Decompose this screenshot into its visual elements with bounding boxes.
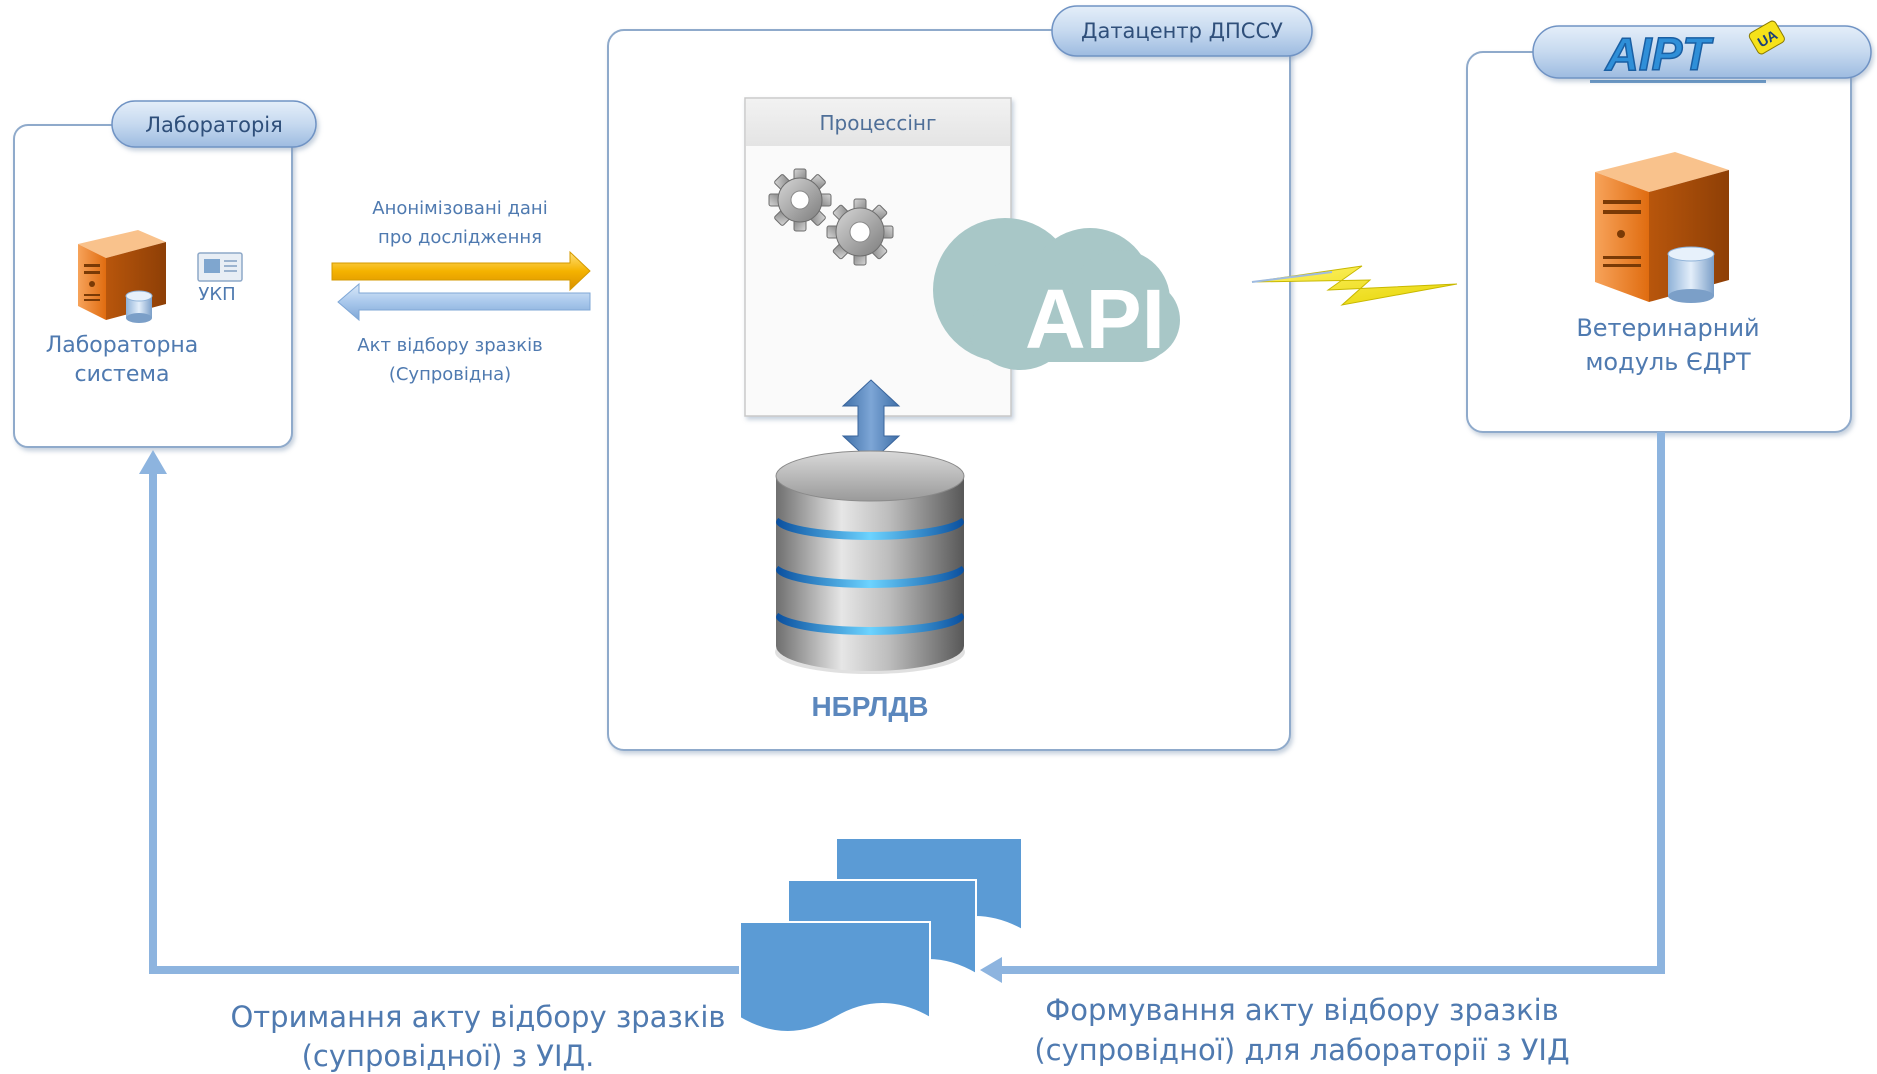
ukp-card-icon xyxy=(197,252,243,282)
airt-logo-badge: UA xyxy=(1748,20,1785,55)
from-dc-label-line1: Акт відбору зразків xyxy=(357,335,542,356)
processing-label: Процессінг xyxy=(819,111,936,135)
lab-tab xyxy=(111,100,317,148)
to-dc-arrow xyxy=(331,250,591,292)
datacenter-tab-label: Датацентр ДПССУ xyxy=(1081,19,1283,43)
lab-group: Лабораторія УКП Лабораторна система xyxy=(13,100,317,448)
flow-arrowhead-right xyxy=(980,957,1002,983)
from-dc-arrow xyxy=(337,282,591,322)
flow-line-right xyxy=(996,432,1665,974)
gears-icon xyxy=(768,168,894,266)
lab-server-icon xyxy=(78,230,166,323)
documents-stack-icon xyxy=(739,837,1023,1033)
airt-tab xyxy=(1532,25,1872,79)
airt-group: AIPT UA Ветеринарний модуль ЄДРТ xyxy=(1466,20,1872,433)
datacenter-group: Датацентр ДПССУ Процессінг xyxy=(607,5,1313,751)
datacenter-tab xyxy=(1051,5,1313,57)
ukp-label: УКП xyxy=(198,284,235,305)
from-dc-label-line2: (Супровідна) xyxy=(389,364,511,385)
airt-logo-text: AIPT xyxy=(1605,28,1715,80)
lab-dc-arrows: Анонімізовані дані про дослідження Акт в… xyxy=(331,198,591,385)
airt-module-line1: Ветеринарний xyxy=(1576,314,1759,342)
flow-line-left xyxy=(149,470,740,974)
lab-system-line1: Лабораторна xyxy=(46,333,199,358)
db-label: НБРЛДВ xyxy=(811,691,928,722)
bottom-flow: Отримання акту відбору зразків (супровід… xyxy=(139,432,1665,1073)
bottom-left-line2: (супровідної) з УІД. xyxy=(302,1039,595,1073)
lab-system-line2: система xyxy=(75,362,170,387)
processing-header xyxy=(746,99,1010,146)
airt-server-icon xyxy=(1595,152,1729,303)
to-dc-label-line1: Анонімізовані дані xyxy=(372,198,547,219)
database-icon xyxy=(775,450,965,674)
connection-line xyxy=(1251,271,1333,283)
lab-tab-label: Лабораторія xyxy=(145,113,283,137)
api-label: API xyxy=(1025,272,1165,366)
bottom-left-line1: Отримання акту відбору зразків xyxy=(230,1000,725,1034)
airt-logo-subline xyxy=(1590,80,1766,83)
bottom-right-line1: Формування акту відбору зразків xyxy=(1045,993,1558,1027)
airt-module-line2: модуль ЄДРТ xyxy=(1585,348,1751,376)
flow-arrowhead-left xyxy=(139,450,167,474)
to-dc-label-line2: про дослідження xyxy=(378,227,542,248)
api-cloud-icon: API xyxy=(933,218,1180,370)
bottom-right-line2: (супровідної) для лабораторії з УІД xyxy=(1034,1033,1569,1067)
